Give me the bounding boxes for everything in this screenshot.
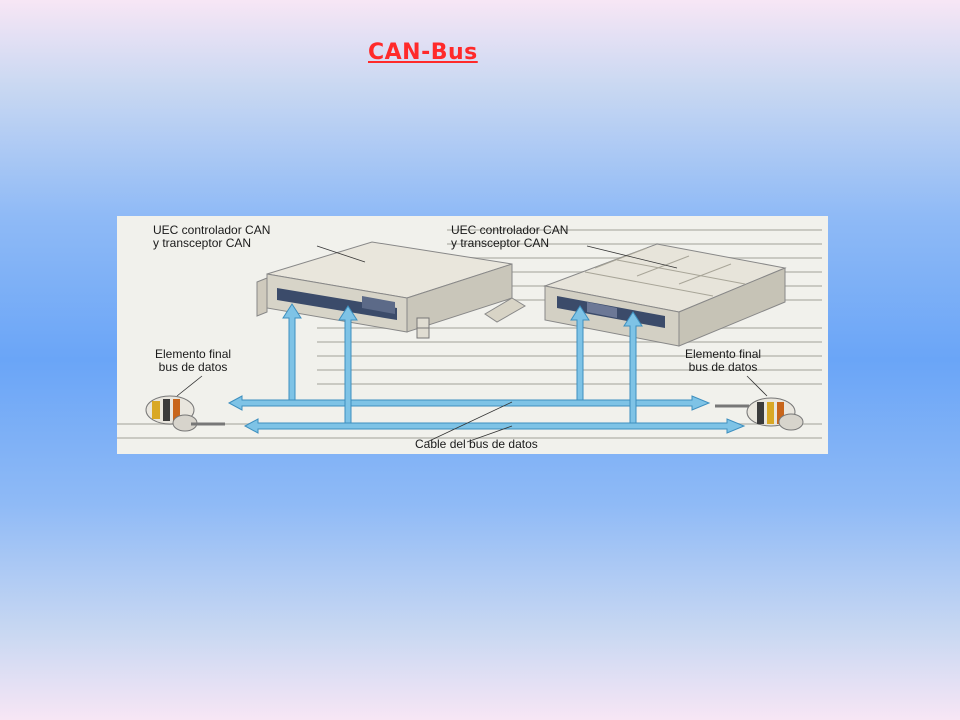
ecu-connections (282, 303, 643, 424)
terminator-left-label-line1: Elemento final (155, 347, 232, 361)
terminator-right-label-line2: bus de datos (688, 360, 758, 374)
terminator-left-resistor (145, 395, 225, 432)
diagram-drawing (117, 229, 822, 443)
ecu-left-label-line2: y transceptor CAN (153, 236, 252, 250)
ecu-right-label-line2: y transceptor CAN (451, 236, 550, 250)
page-title: CAN-Bus (368, 40, 478, 65)
ecu-left-label: UEC controlador CAN y transceptor CAN (153, 224, 270, 250)
ecu-right-module (543, 243, 787, 347)
ecu-right-label: UEC controlador CAN y transceptor CAN (451, 224, 568, 250)
cable-label: Cable del bus de datos (415, 438, 538, 451)
terminator-right-resistor (715, 397, 804, 431)
bus-lines (227, 395, 746, 434)
terminator-right-label-line1: Elemento final (685, 347, 762, 361)
cable-label-text: Cable del bus de datos (415, 437, 538, 451)
can-bus-diagram: UEC controlador CAN y transceptor CAN UE… (117, 216, 828, 454)
ecu-left-label-line1: UEC controlador CAN (153, 223, 271, 237)
terminator-left-label: Elemento final bus de datos (155, 348, 231, 374)
ecu-left-module (256, 241, 526, 339)
label-leaders (176, 245, 768, 443)
terminator-right-label: Elemento final bus de datos (685, 348, 761, 374)
ecu-right-label-line1: UEC controlador CAN (451, 223, 569, 237)
terminator-left-label-line2: bus de datos (158, 360, 228, 374)
